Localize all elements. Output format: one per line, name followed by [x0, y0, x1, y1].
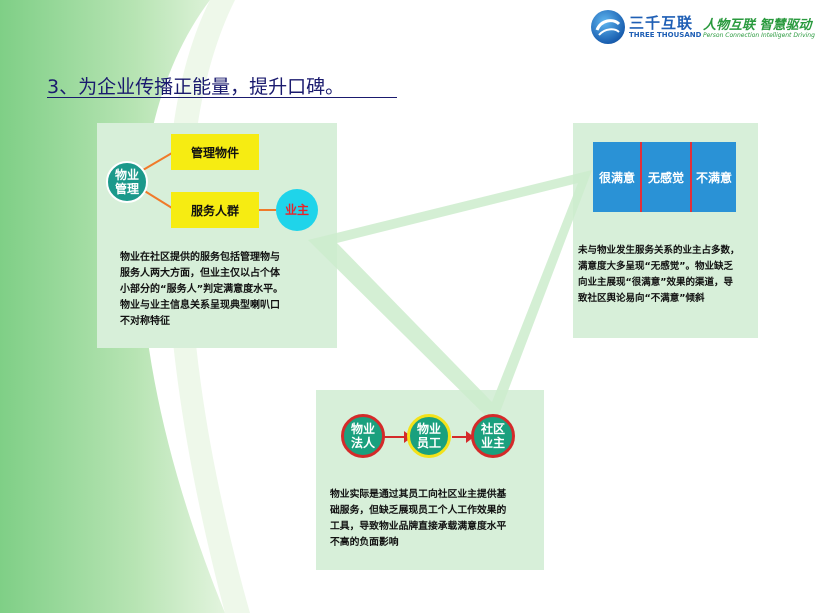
text-line: 向业主展现“很满意”效果的渠道，导 [578, 277, 733, 288]
circle-line-1: 社区 [480, 422, 505, 436]
title-underline [47, 97, 397, 98]
circle-line-2: 员工 [416, 436, 441, 450]
circle-line-2: 业主 [480, 436, 505, 450]
service-people-box: 服务人群 [171, 192, 259, 228]
text-line: 工具，导致物业品牌直接承载满意度水平 [330, 521, 507, 532]
text-line: 物业在社区提供的服务包括管理物与 [120, 252, 280, 263]
logo-mark-icon [591, 10, 625, 44]
satisfaction-very-satisfied: 很满意 [593, 142, 641, 212]
managed-assets-box: 管理物件 [171, 134, 259, 170]
satisfaction-unsatisfied: 不满意 [692, 142, 736, 212]
text-line: 物业与业主信息关系呈现典型喇叭口 [120, 300, 280, 311]
community-owner-circle: 社区业主 [471, 414, 515, 458]
right-panel-text: 未与物业发生服务关系的业主占多数， 满意度大多呈现“无感觉”。物业缺乏 向业主展… [578, 243, 758, 307]
text-line: 不高的负面影响 [330, 537, 399, 548]
circle-line-2: 管理 [114, 182, 139, 196]
circle-line-1: 物业 [114, 168, 139, 182]
property-staff-circle: 物业员工 [407, 414, 451, 458]
text-line: 致社区舆论易向“不满意”倾斜 [578, 293, 705, 304]
text-line: 服务人两大方面，但业主仅以占个体 [120, 268, 280, 279]
page-title: 3、为企业传播正能量，提升口碑。 [47, 76, 345, 98]
bar-divider [640, 142, 642, 212]
circle-line-1: 物业 [416, 422, 441, 436]
owner-circle: 业主 [276, 189, 318, 231]
text-line: 小部分的“服务人”判定满意度水平。 [120, 284, 284, 295]
property-management-circle: 物业管理 [106, 161, 148, 203]
bar-divider [690, 142, 692, 212]
text-line: 物业实际是通过其员工向社区业主提供基 [330, 489, 507, 500]
text-line: 满意度大多呈现“无感觉”。物业缺乏 [578, 261, 733, 272]
text-line: 未与物业发生服务关系的业主占多数， [578, 245, 740, 256]
bottom-panel-text: 物业实际是通过其员工向社区业主提供基 础服务，但缺乏展现员工个人工作效果的 工具… [330, 487, 542, 551]
slogan: 人物互联 智慧驱动 [703, 18, 812, 33]
text-line: 不对称特征 [120, 316, 170, 327]
text-line: 础服务，但缺乏展现员工个人工作效果的 [330, 505, 507, 516]
logo-name: 三千互联 [629, 14, 694, 32]
property-legal-entity-circle: 物业法人 [341, 414, 385, 458]
logo-english: THREE THOUSAND [629, 31, 702, 39]
left-panel-text: 物业在社区提供的服务包括管理物与 服务人两大方面，但业主仅以占个体 小部分的“服… [120, 250, 330, 330]
slogan-subtitle: Person Connection Intelligent Driving [703, 32, 815, 39]
circle-line-1: 物业 [350, 422, 375, 436]
satisfaction-neutral: 无感觉 [642, 142, 690, 212]
brand-logo: 三千互联 THREE THOUSAND 人物互联 智慧驱动 Person Con… [591, 10, 816, 46]
circle-line-2: 法人 [350, 436, 375, 450]
